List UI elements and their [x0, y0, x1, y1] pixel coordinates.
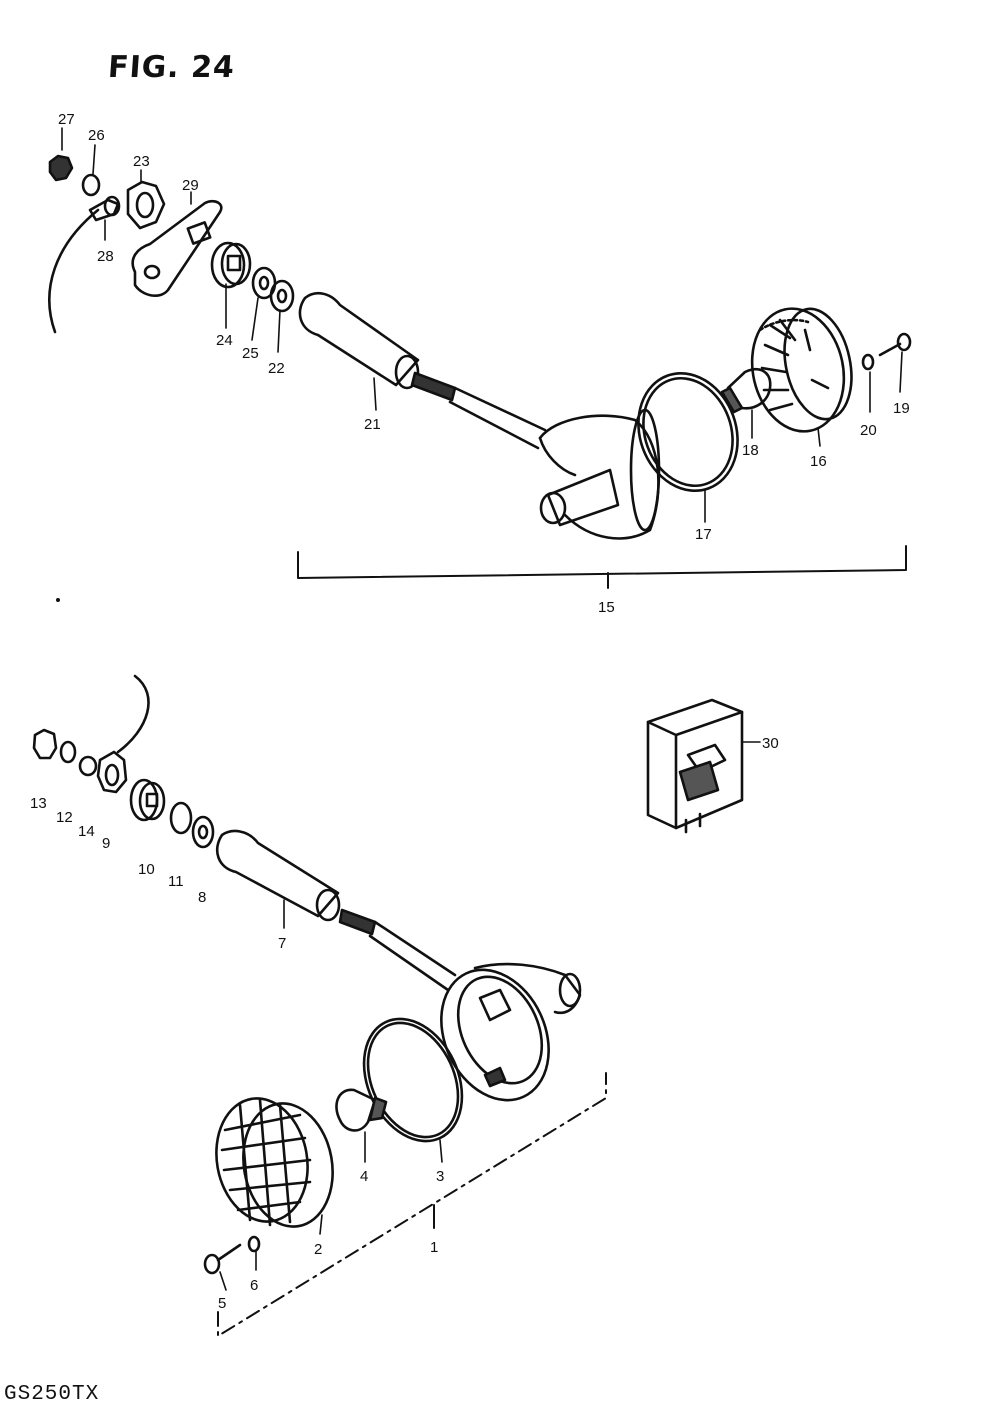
- callout-19: 19: [893, 400, 910, 417]
- callout-13: 13: [30, 795, 47, 812]
- callout-23: 23: [133, 153, 150, 170]
- lower-housing: [440, 962, 582, 1102]
- callout-1: 1: [430, 1239, 438, 1256]
- callout-18: 18: [742, 442, 759, 459]
- part-8-washer: [191, 815, 215, 849]
- callout-24: 24: [216, 332, 233, 349]
- callout-12: 12: [56, 809, 73, 826]
- part-6-washer: [247, 1235, 261, 1253]
- leader-lines: [61, 127, 903, 1291]
- callout-17: 17: [695, 526, 712, 543]
- callout-14: 14: [78, 823, 95, 840]
- lower-turn-signal-assembly: [32, 674, 607, 1337]
- part-12-lock-washer: [59, 740, 77, 764]
- part-11-washer: [169, 801, 193, 835]
- upper-housing: [538, 408, 661, 540]
- callout-11: 11: [168, 873, 184, 890]
- part-24-rubber: [210, 241, 252, 289]
- part-7-stem: [215, 829, 341, 922]
- part-30-relay: [646, 698, 744, 834]
- lower-threaded-rod: [338, 908, 457, 992]
- part-29-bracket: [131, 199, 223, 298]
- callout-21: 21: [364, 416, 381, 433]
- callout-9: 9: [102, 835, 110, 852]
- part-5-screw: [203, 1243, 242, 1275]
- part-23-nut: [126, 180, 166, 230]
- callout-27: 27: [58, 111, 75, 128]
- part-27-nut: [48, 154, 74, 182]
- callout-22: 22: [268, 360, 285, 377]
- callout-5: 5: [218, 1295, 226, 1312]
- callout-26: 26: [88, 127, 105, 144]
- part-14-terminal: [78, 755, 98, 777]
- part-21-stem: [298, 291, 420, 390]
- part-4-bulb: [335, 1088, 388, 1132]
- part-20-washer: [861, 353, 875, 371]
- part-28-terminal: [88, 195, 121, 222]
- callout-6: 6: [250, 1277, 258, 1294]
- callout-10: 10: [138, 861, 155, 878]
- callout-2: 2: [314, 1241, 322, 1258]
- callout-30: 30: [762, 735, 779, 752]
- part-10-rubber: [129, 778, 166, 822]
- part-26-lock-washer: [81, 173, 101, 197]
- callout-4: 4: [360, 1168, 368, 1185]
- part-22-washer: [269, 279, 295, 313]
- part-13-nut: [32, 728, 58, 760]
- upper-wire: [48, 208, 100, 334]
- callout-28: 28: [97, 248, 114, 265]
- callout-16: 16: [810, 453, 827, 470]
- stray-dot: [56, 598, 60, 602]
- bracket-15: [297, 545, 907, 579]
- callout-labels: 27 26 23 29 28 24 25 22 21 18 17 16 20 1…: [30, 111, 910, 1312]
- lower-wire: [116, 674, 150, 754]
- upper-threaded-rod: [410, 371, 547, 450]
- callout-20: 20: [860, 422, 877, 439]
- callout-7: 7: [278, 935, 286, 952]
- part-16-lens: [750, 307, 853, 433]
- part-19-screw: [878, 332, 912, 357]
- callout-25: 25: [242, 345, 259, 362]
- callout-3: 3: [436, 1168, 444, 1185]
- callout-15: 15: [598, 599, 615, 616]
- model-code: GS250TX: [4, 1383, 100, 1406]
- part-18-bulb: [720, 368, 772, 414]
- upper-turn-signal-assembly: [48, 154, 912, 589]
- callout-8: 8: [198, 889, 206, 906]
- part-2-lens: [215, 1097, 334, 1228]
- part-9-nut: [96, 750, 128, 794]
- bracket-1: [217, 1072, 607, 1337]
- part-17-gasket: [637, 371, 739, 493]
- callout-29: 29: [182, 177, 199, 194]
